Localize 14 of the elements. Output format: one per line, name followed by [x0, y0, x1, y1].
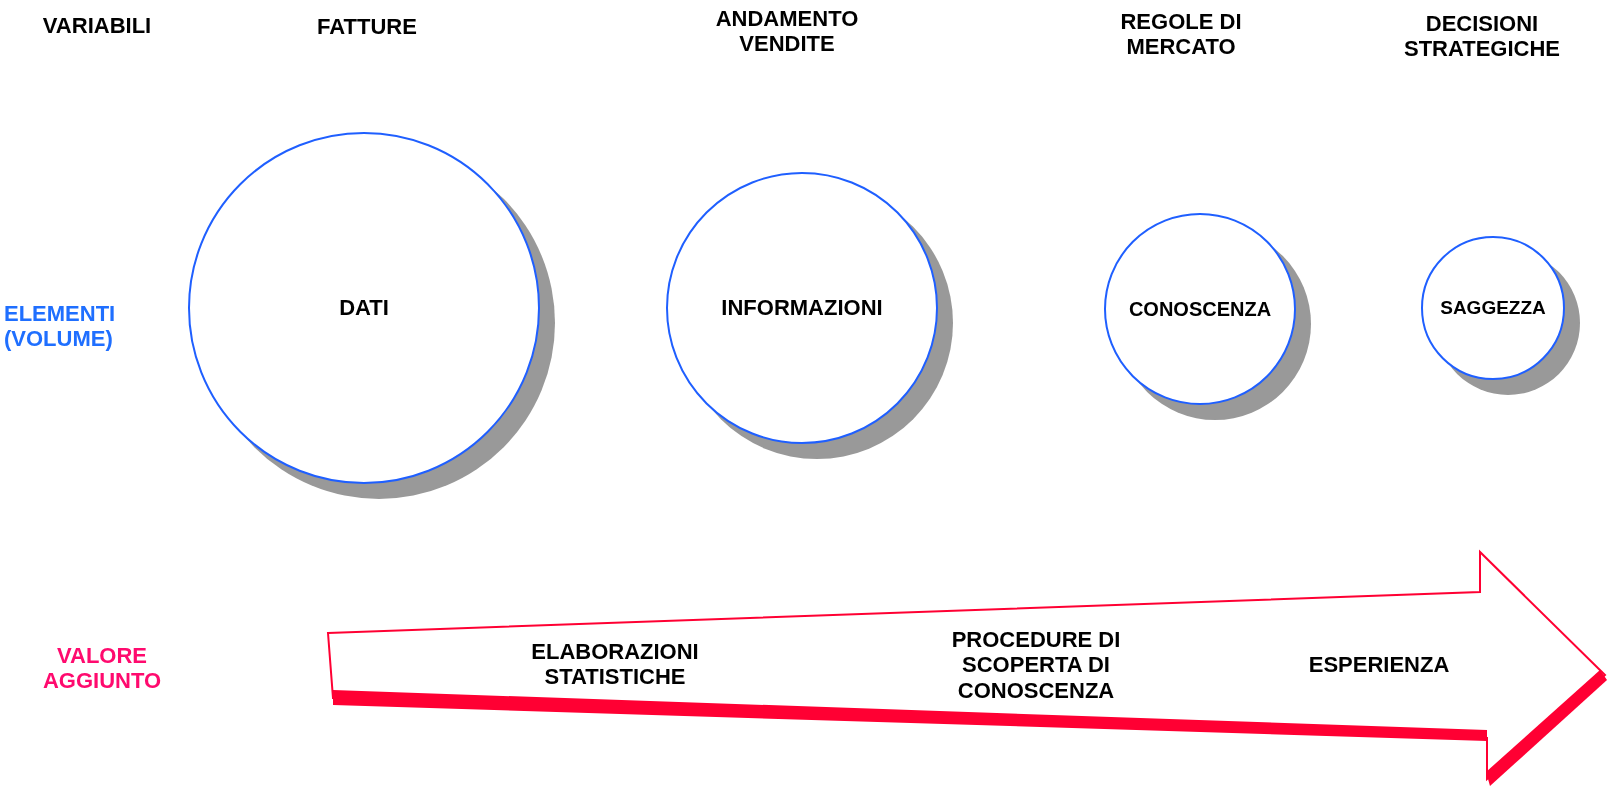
node-label: INFORMAZIONI	[721, 295, 883, 321]
text-label: REGOLE DI MERCATO	[1119, 8, 1243, 60]
node-label: CONOSCENZA	[1128, 297, 1272, 321]
text-label: VARIABILI	[41, 13, 153, 39]
text-label: VALORE AGGIUNTO	[41, 642, 163, 694]
text-label: ESPERIENZA	[1307, 652, 1451, 678]
text-label: FATTURE	[316, 14, 418, 40]
text-label: ELEMENTI (VOLUME)	[4, 300, 117, 352]
node-label: SAGGEZZA	[1440, 297, 1546, 319]
text-label: ELABORAZIONI STATISTICHE	[530, 638, 700, 690]
text-label: ANDAMENTO VENDITE	[714, 5, 860, 57]
text-label: DECISIONI STRATEGICHE	[1402, 10, 1561, 62]
text-label: PROCEDURE DI SCOPERTA DI CONOSCENZA	[950, 627, 1122, 703]
node-label: DATI	[339, 295, 389, 321]
